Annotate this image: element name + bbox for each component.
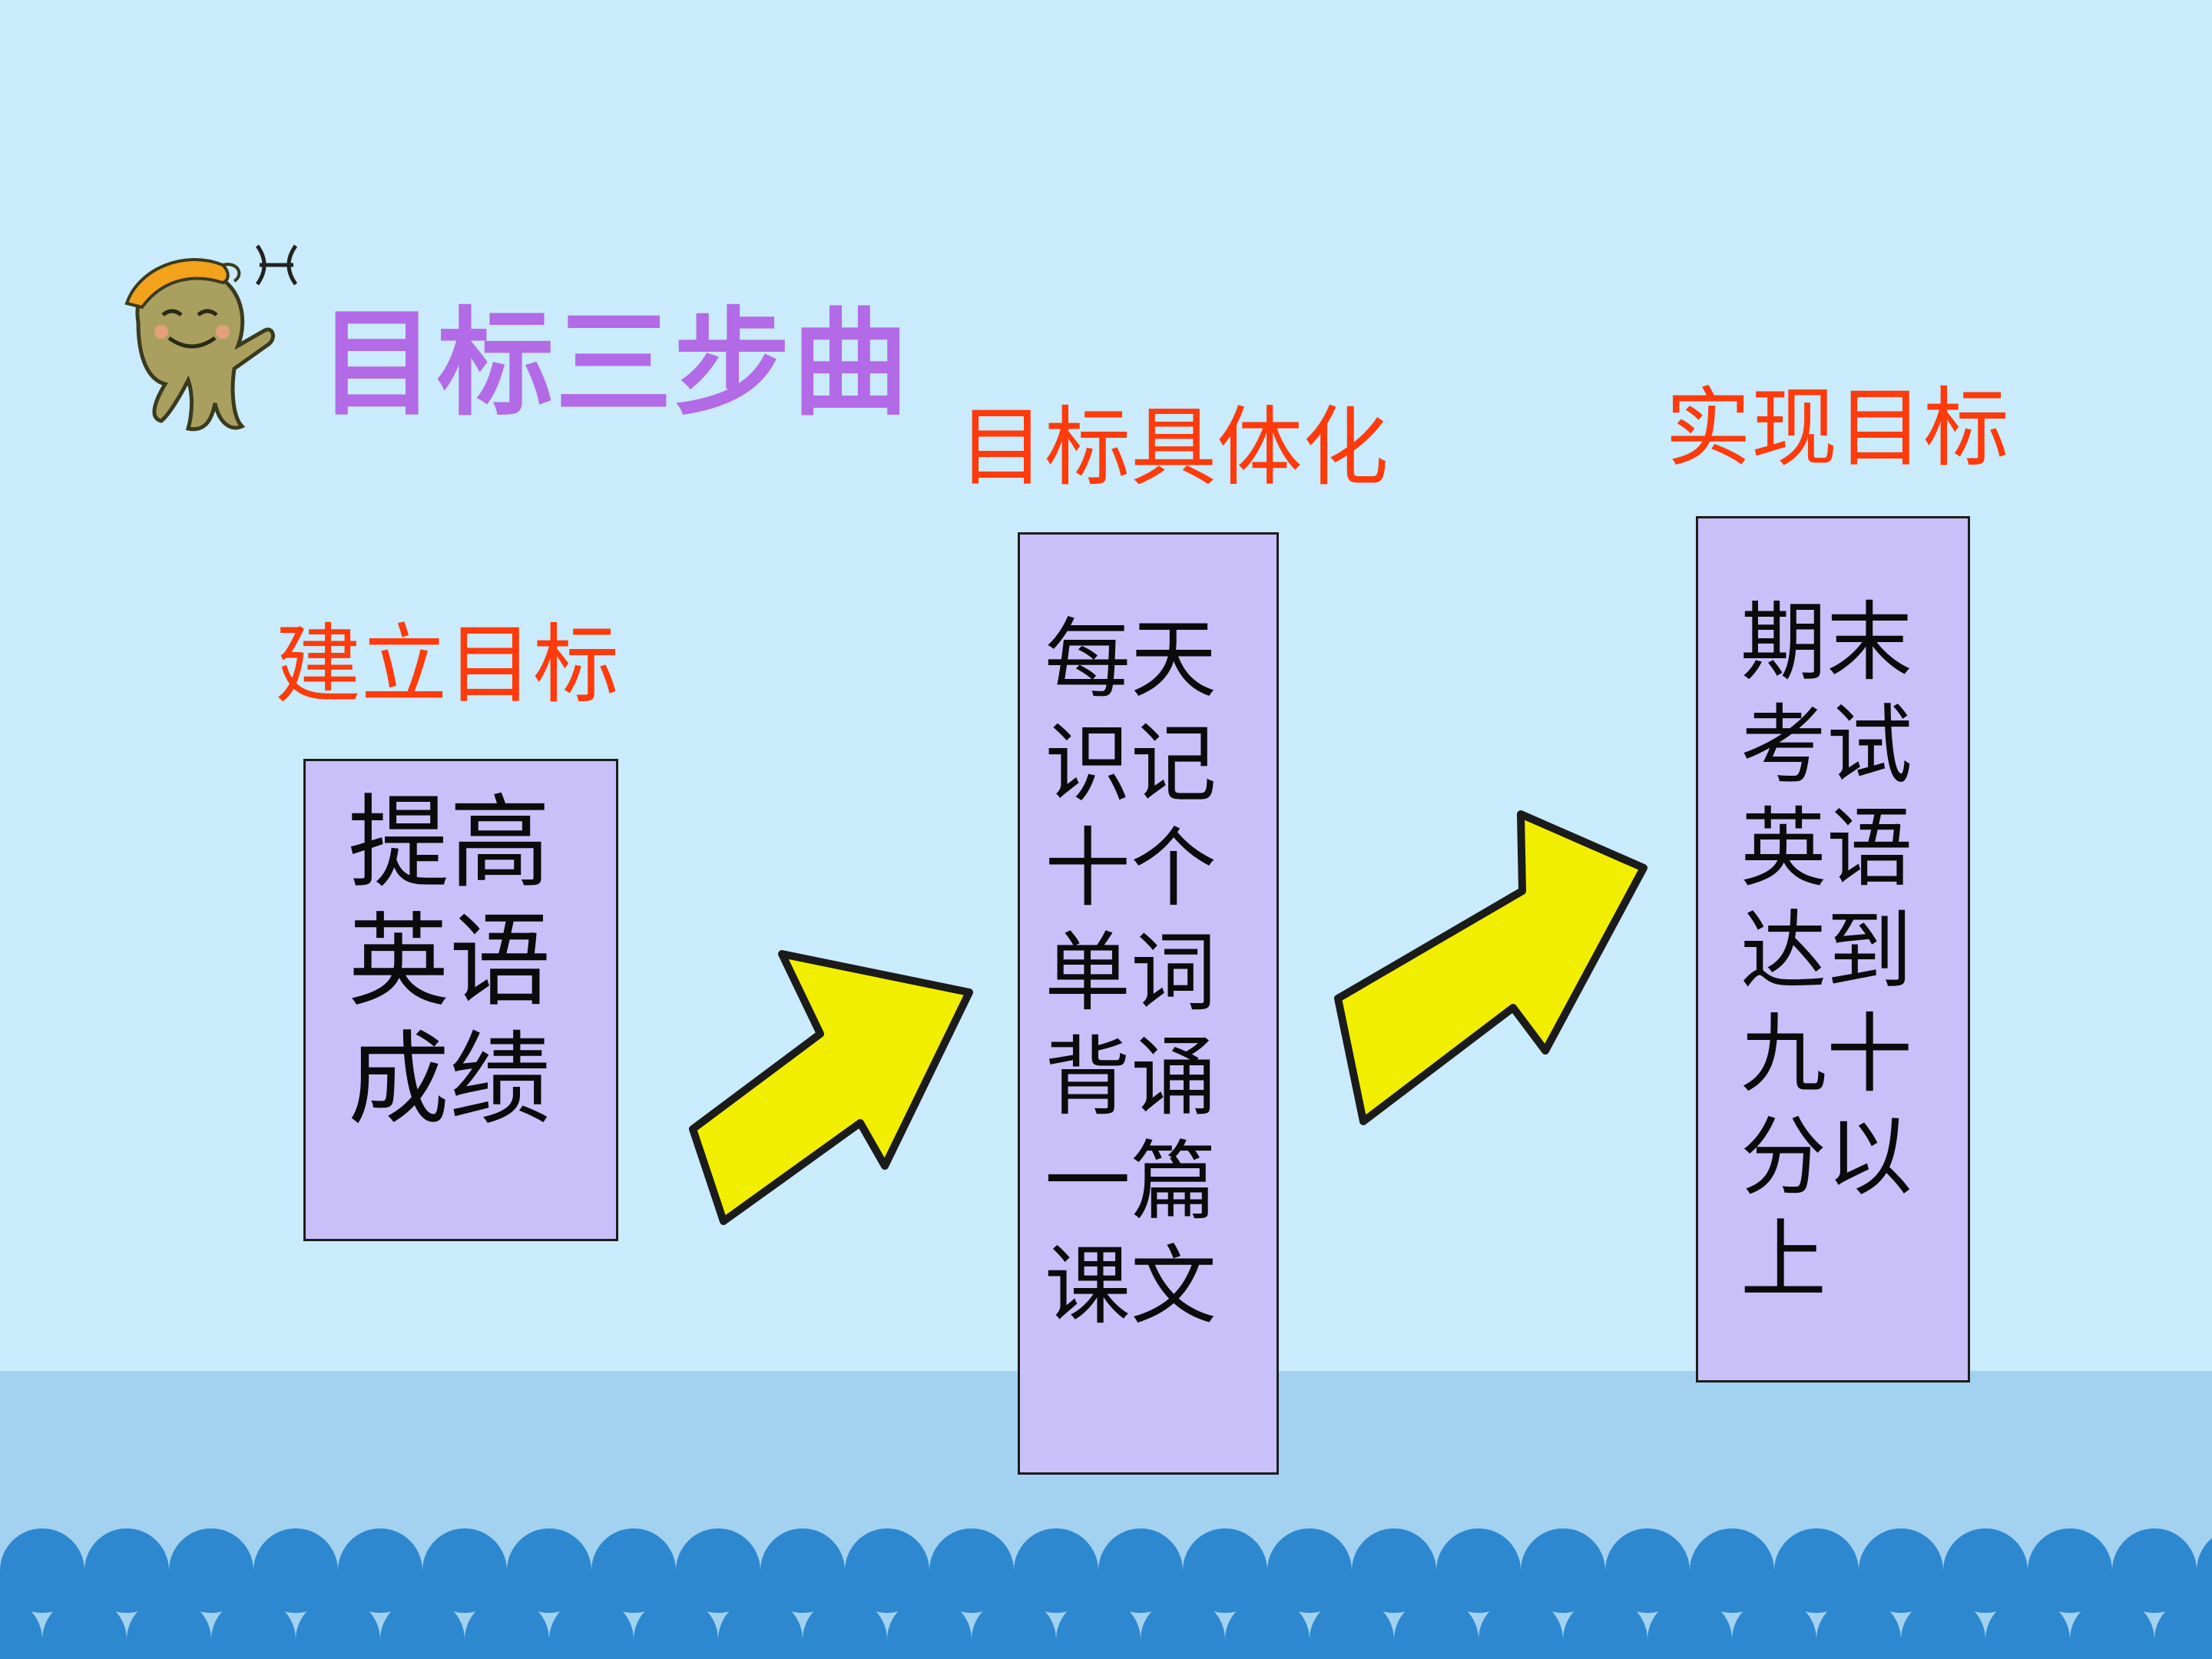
yellow-arrow-icon <box>689 950 973 1225</box>
yellow-arrow-icon <box>1334 810 1647 1125</box>
step-2-label: 目标具体化 <box>959 398 1389 498</box>
wave-decoration <box>0 1528 2212 1659</box>
step-1-label: 建立目标 <box>275 615 619 715</box>
step-2-content: 每天 识记 十个 单词 背诵 一篇 课文 <box>1045 610 1217 1336</box>
step-3-box: 期末 考试 英语 达到 九十 分以 上 <box>1696 516 1970 1382</box>
cartoon-character-icon <box>124 244 298 432</box>
slide-title: 目标三步曲 <box>319 296 910 432</box>
step-1-content: 提高 英语 成绩 <box>348 784 551 1139</box>
step-3-label: 实现目标 <box>1665 379 2009 478</box>
pisces-icon <box>255 244 298 286</box>
step-3-content: 期末 考试 英语 达到 九十 分以 上 <box>1740 593 1912 1310</box>
step-1-box: 提高 英语 成绩 <box>303 759 618 1241</box>
step-2-box: 每天 识记 十个 单词 背诵 一篇 课文 <box>1018 532 1279 1475</box>
